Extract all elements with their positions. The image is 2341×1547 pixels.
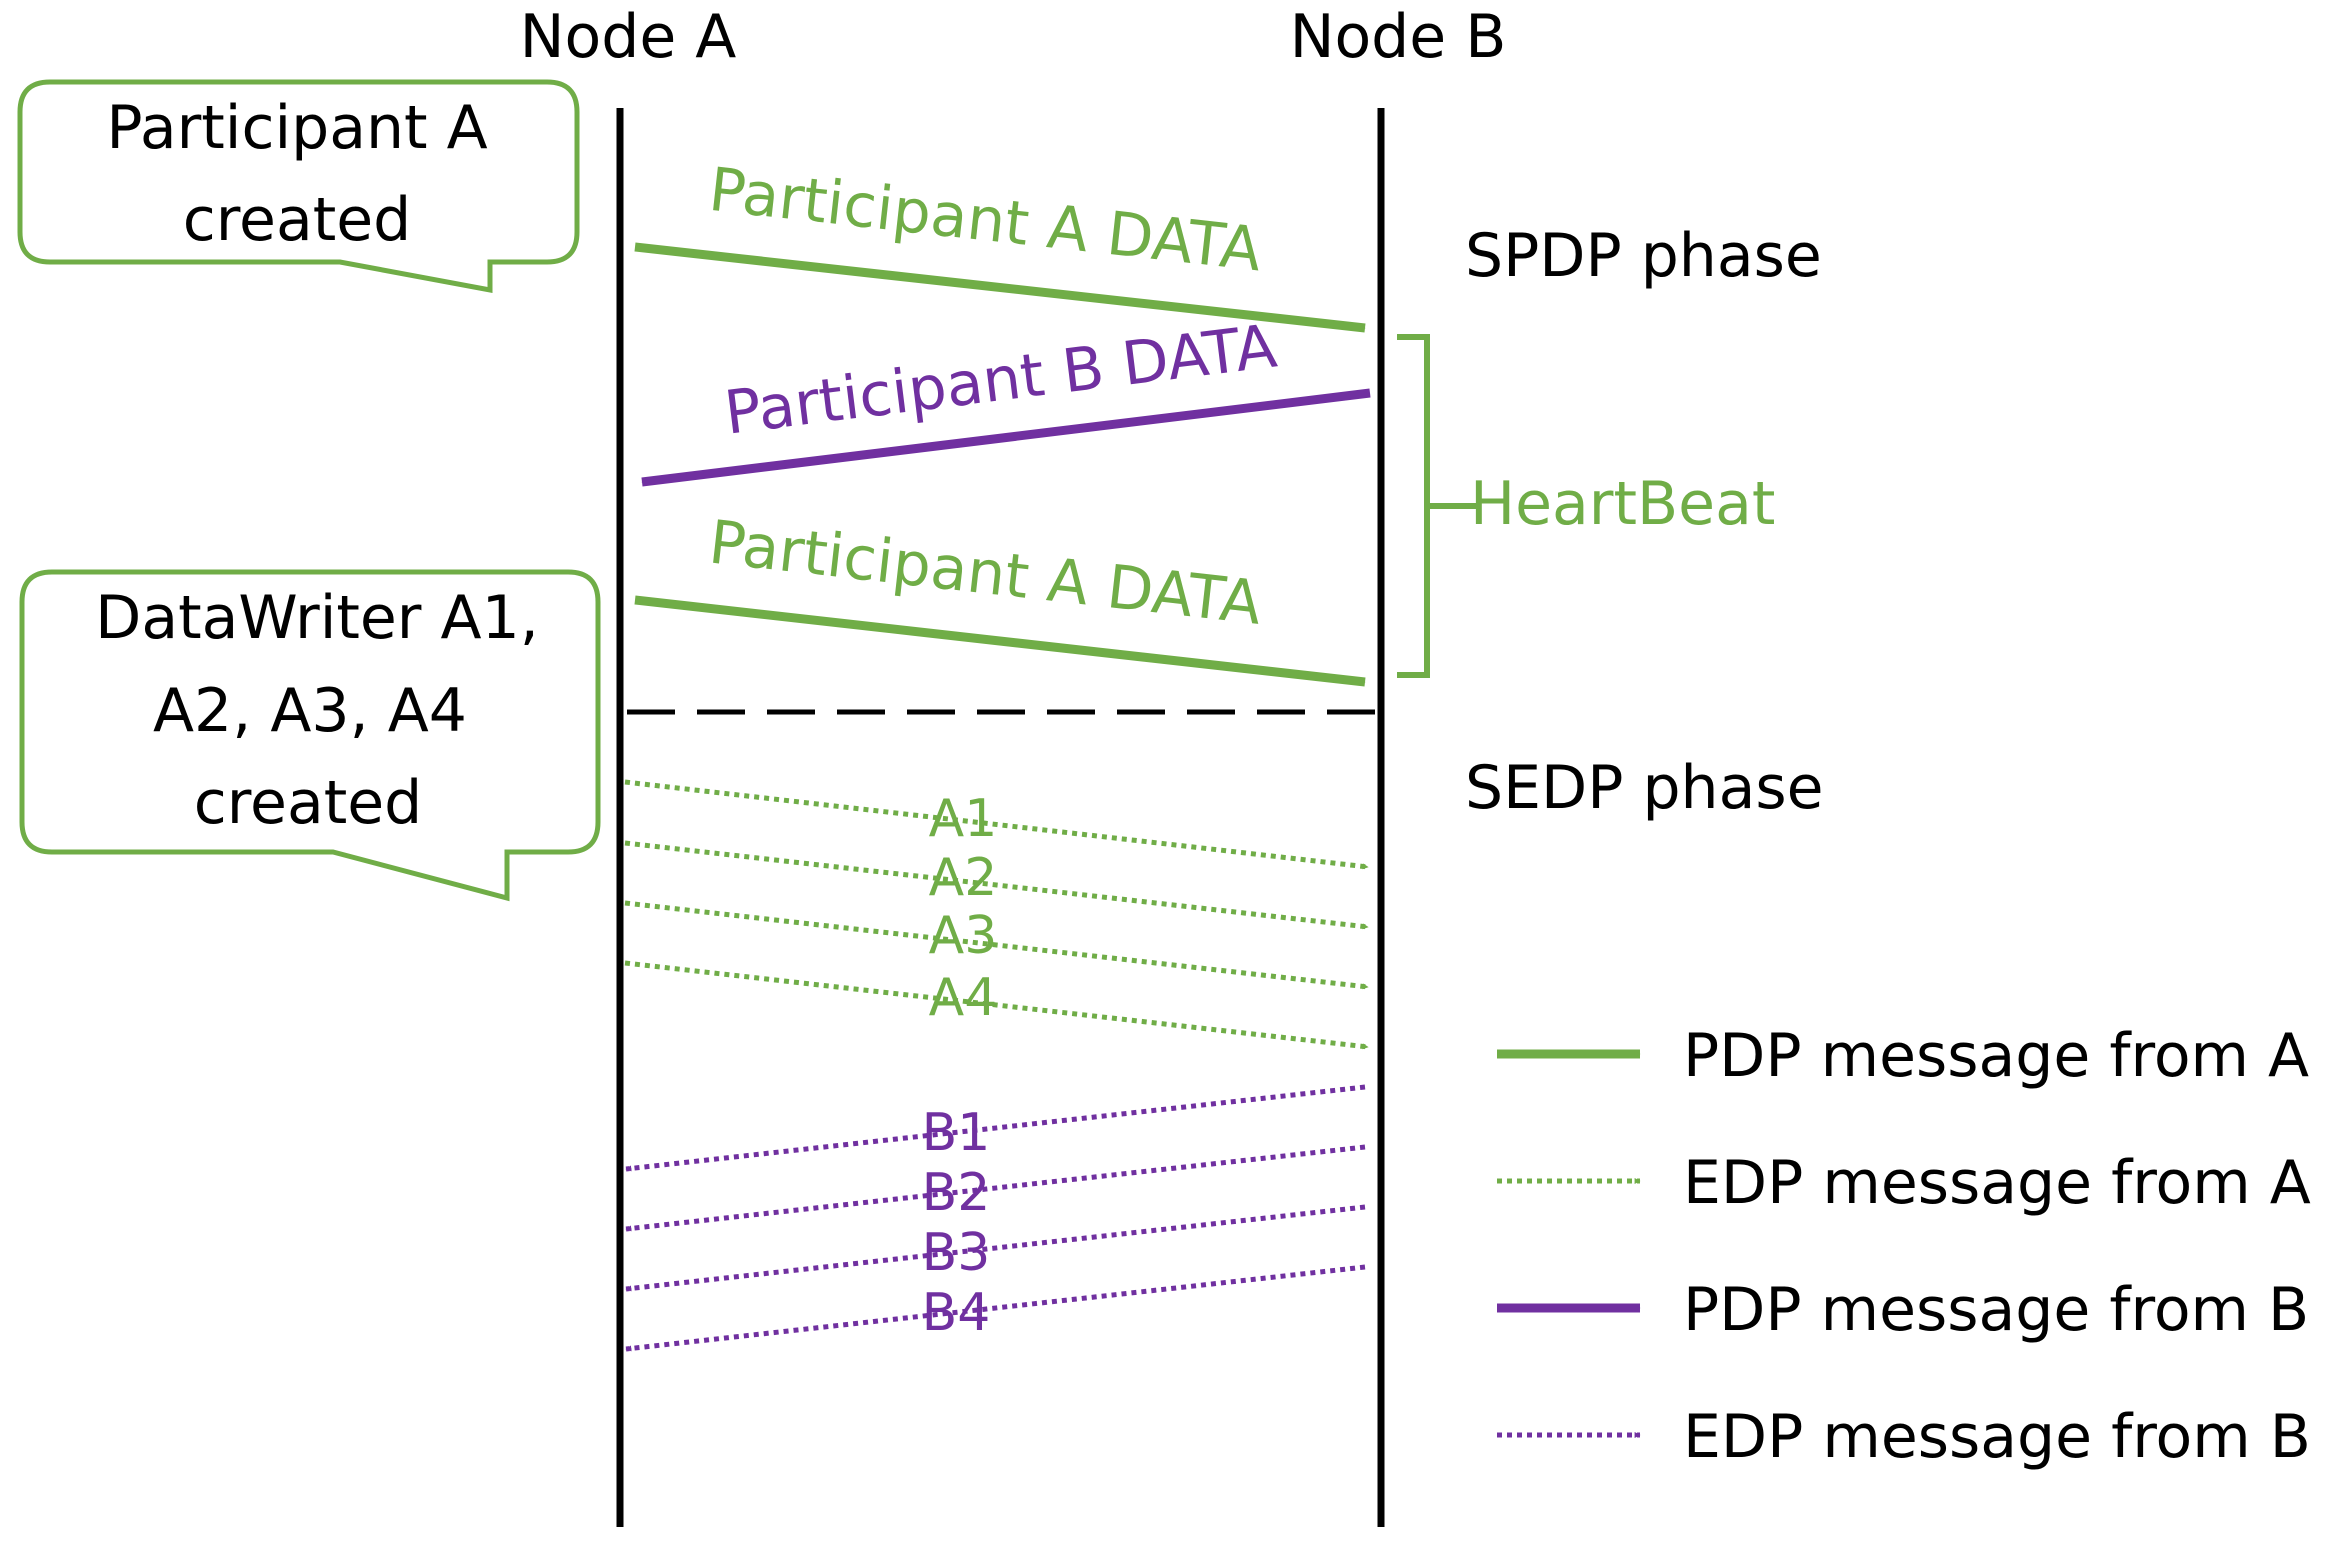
callout-participant-line1: Participant A bbox=[106, 93, 487, 163]
legend: PDP message from A EDP message from A PD… bbox=[1497, 1021, 2311, 1472]
label-edp-b3: B3 bbox=[922, 1223, 991, 1283]
callout-datawriters-created bbox=[19, 569, 601, 902]
label-edp-b4: B4 bbox=[922, 1283, 991, 1343]
label-edp-a3: A3 bbox=[929, 906, 998, 966]
arrow-pdp-b bbox=[641, 388, 1371, 487]
sedp-phase-label: SEDP phase bbox=[1465, 753, 1824, 823]
arrow-edp-a2 bbox=[624, 840, 1369, 930]
label-edp-a2: A2 bbox=[929, 848, 998, 908]
arrow-edp-b3 bbox=[625, 1204, 1366, 1292]
callout-participant-line2: created bbox=[183, 185, 412, 255]
callout-participant-created bbox=[17, 79, 580, 294]
arrow-pdp-a-1 bbox=[634, 242, 1366, 333]
legend-label-edp-b: EDP message from B bbox=[1683, 1402, 2311, 1472]
label-pdp-b: Participant B DATA bbox=[721, 312, 1280, 449]
label-edp-b1: B1 bbox=[922, 1103, 991, 1163]
label-edp-a4: A4 bbox=[929, 968, 998, 1028]
heartbeat-bracket bbox=[1397, 334, 1478, 678]
legend-label-pdp-b: PDP message from B bbox=[1683, 1275, 2309, 1345]
arrow-edp-b1 bbox=[625, 1084, 1366, 1172]
arrow-edp-b4 bbox=[625, 1264, 1366, 1352]
callout-writer-line1: DataWriter A1, bbox=[95, 583, 539, 653]
label-edp-b2: B2 bbox=[922, 1163, 991, 1223]
heartbeat-label: HeartBeat bbox=[1470, 469, 1775, 539]
callout-writer-line2: A2, A3, A4 bbox=[153, 676, 467, 746]
spdp-phase-label: SPDP phase bbox=[1465, 221, 1822, 291]
legend-label-edp-a: EDP message from A bbox=[1683, 1148, 2311, 1218]
arrow-edp-a1 bbox=[624, 779, 1369, 870]
arrow-edp-a4 bbox=[624, 960, 1369, 1050]
node-a-label: Node A bbox=[520, 2, 737, 72]
arrow-edp-a3 bbox=[624, 900, 1369, 990]
legend-label-pdp-a: PDP message from A bbox=[1683, 1021, 2309, 1091]
node-b-label: Node B bbox=[1290, 2, 1507, 72]
arrow-edp-b2 bbox=[625, 1144, 1366, 1232]
arrow-pdp-a-2 bbox=[634, 595, 1366, 687]
label-edp-a1: A1 bbox=[929, 789, 998, 849]
callout-writer-line3: created bbox=[194, 768, 423, 838]
